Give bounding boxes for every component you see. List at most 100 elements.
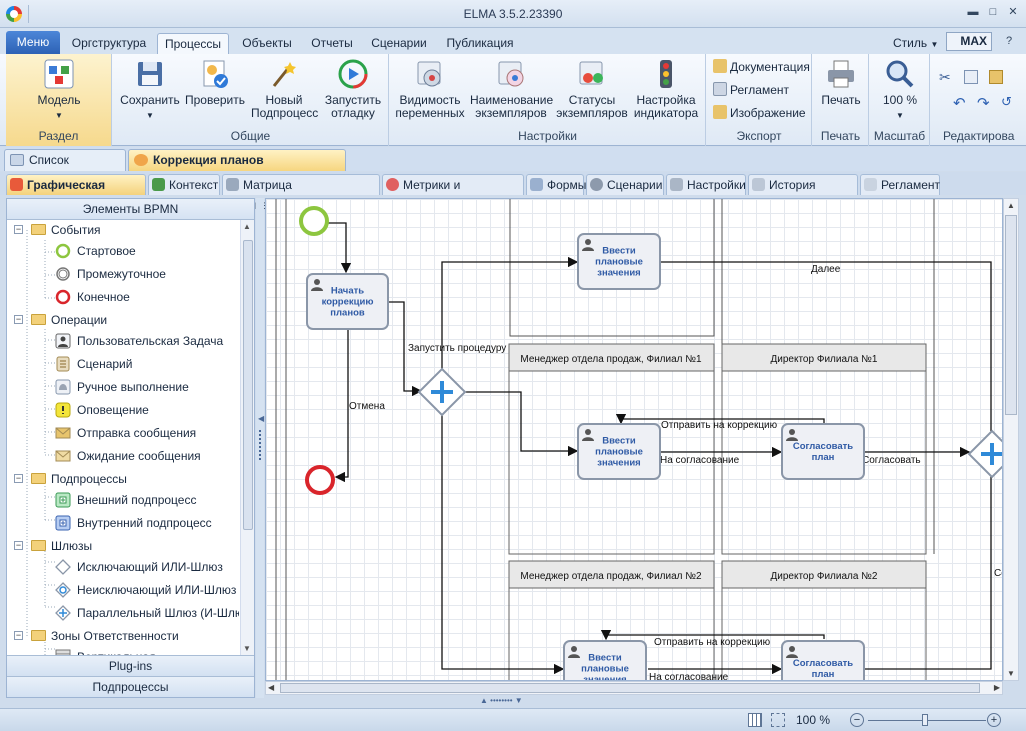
save-button[interactable]: Сохранить ▼ [119, 58, 181, 122]
instance-statuses-button[interactable]: Статусы экземпляров [556, 58, 628, 120]
model-button[interactable]: Модель ▼ [28, 58, 90, 122]
tree-item[interactable]: Стартовое [55, 241, 136, 261]
scroll-down-icon[interactable]: ▼ [1007, 669, 1015, 678]
instance-naming-button[interactable]: Наименование экземпляров [470, 58, 553, 120]
tree-folder[interactable]: −Зоны Ответственности [13, 626, 179, 646]
tree-scroll-thumb[interactable] [243, 240, 253, 530]
tree-item[interactable]: Параллельный Шлюз (И-Шлюз) [55, 603, 239, 623]
canvas-horizontal-scrollbar[interactable]: ◀ ▶ [265, 681, 1003, 695]
tab-plan-correction[interactable]: Коррекция планов производства✕ [128, 149, 346, 190]
start-debug-button[interactable]: Запустить отладку [321, 58, 385, 120]
canvas-hscroll-thumb[interactable] [280, 683, 980, 693]
tree-item[interactable]: Вертикальная [55, 647, 156, 655]
tree-item[interactable]: Внешний подпроцесс [55, 490, 196, 510]
tab-scenarios-editor[interactable]: Сценарии [586, 174, 664, 195]
zoom-button[interactable]: 100 % ▼ [876, 58, 924, 122]
tree-scrollbar[interactable]: ▲ ▼ [240, 220, 254, 655]
tab-regulation[interactable]: Регламент [860, 174, 940, 195]
indicator-settings-button[interactable]: Настройка индикатора [630, 58, 702, 120]
tree-folder[interactable]: −Операции [13, 310, 107, 330]
tab-settings-editor[interactable]: Настройки [666, 174, 746, 195]
tab-forms[interactable]: Формы [526, 174, 586, 195]
tree-item[interactable]: Исключающий ИЛИ-Шлюз [55, 557, 223, 577]
collapse-icon[interactable]: − [14, 224, 23, 234]
undo-icon[interactable]: ↶ [953, 95, 966, 112]
tree-item[interactable]: Внутренний подпроцесс [55, 513, 212, 533]
style-dropdown[interactable]: Стиль ▼ [893, 36, 938, 50]
zoom-out-icon[interactable]: − [850, 713, 864, 727]
regulation-button[interactable]: Регламент [713, 80, 789, 100]
tab-responsibility-matrix[interactable]: Матрица ответственности [222, 174, 380, 212]
tree-item[interactable]: Ручное выполнение [55, 377, 189, 397]
paste-icon[interactable] [989, 70, 1003, 84]
print-button[interactable]: Печать [817, 58, 865, 107]
documentation-button[interactable]: Документация [713, 57, 810, 77]
tab-publication[interactable]: Публикация [446, 36, 514, 50]
scroll-up-icon[interactable]: ▲ [243, 222, 251, 231]
tree-item[interactable]: Промежуточное [55, 264, 166, 284]
tab-context[interactable]: Контекст [148, 174, 220, 195]
tab-processes[interactable]: Процессы [157, 33, 229, 54]
cut-icon[interactable]: ✂ [939, 69, 951, 85]
diagram-canvas[interactable]: Менеджер отдела продаж, Филиал №1 Директ… [265, 198, 1003, 681]
maximize-icon[interactable]: □ [989, 6, 997, 18]
menu-button[interactable]: Меню [6, 31, 60, 54]
redo-icon[interactable]: ↷ [977, 95, 990, 112]
elma-logo-icon[interactable] [6, 6, 22, 22]
canvas-vertical-scrollbar[interactable]: ▲ ▼ [1003, 198, 1019, 681]
tab-graphic-model[interactable]: Графическая модель [6, 174, 146, 212]
collapse-bottom-icon[interactable]: ▲ •••••••• ▼ [480, 696, 523, 705]
tree-item[interactable]: Сценарий [55, 354, 132, 374]
collapse-icon[interactable]: − [14, 630, 23, 640]
tree-item[interactable]: Неисключающий ИЛИ-Шлюз [55, 580, 236, 600]
panel-splitter[interactable]: ◀ [256, 198, 264, 698]
tab-scenarios[interactable]: Сценарии [371, 36, 427, 50]
canvas-vscroll-thumb[interactable] [1005, 215, 1017, 415]
tree-item[interactable]: Отправка сообщения [55, 423, 196, 443]
subprocesses-section-button[interactable]: Подпроцессы [7, 676, 254, 697]
collapse-left-icon[interactable]: ◀ [258, 414, 265, 423]
parallel-gateway-join[interactable] [967, 429, 1003, 479]
image-export-button[interactable]: Изображение [713, 103, 806, 123]
tree-item[interactable]: Ожидание сообщения [55, 446, 201, 466]
close-icon[interactable]: ✕ [1008, 6, 1018, 18]
collapse-icon[interactable]: − [14, 473, 23, 483]
scroll-right-icon[interactable]: ▶ [993, 683, 1000, 692]
minimize-icon[interactable]: ▬ [967, 6, 979, 18]
fit-page-icon[interactable] [771, 713, 785, 727]
tree-item[interactable]: Оповещение [55, 400, 149, 420]
tree-folder[interactable]: −События [13, 220, 101, 240]
zoom-slider-thumb[interactable] [922, 714, 928, 726]
collapse-icon[interactable]: − [14, 540, 23, 550]
scroll-down-icon[interactable]: ▼ [243, 644, 251, 653]
new-subprocess-button[interactable]: Новый Подпроцесс [251, 58, 318, 120]
tab-orgstructure[interactable]: Оргструктура [71, 36, 147, 50]
zoom-in-icon[interactable]: + [987, 713, 1001, 727]
parallel-gateway-split[interactable] [417, 367, 467, 417]
variable-visibility-button[interactable]: Видимость переменных [394, 58, 466, 120]
tab-version-history[interactable]: История версий [748, 174, 858, 212]
grid-toggle-icon[interactable] [748, 713, 762, 727]
tab-objects[interactable]: Объекты [242, 36, 292, 50]
scroll-up-icon[interactable]: ▲ [1007, 201, 1015, 210]
tab-reports[interactable]: Отчеты [311, 36, 353, 50]
check-button[interactable]: Проверить [183, 58, 247, 107]
collapse-icon[interactable]: − [14, 314, 23, 324]
end-event[interactable] [305, 465, 335, 495]
refresh-icon[interactable]: ↺ [1001, 94, 1012, 109]
tree-folder[interactable]: −Шлюзы [13, 536, 92, 556]
copy-icon[interactable] [964, 70, 978, 84]
tab-metrics[interactable]: Метрики и показатели [382, 174, 524, 212]
tree-item[interactable]: Конечное [55, 287, 130, 307]
tree-folder[interactable]: −Подпроцессы [13, 469, 127, 489]
start-event[interactable] [299, 206, 329, 236]
max-button[interactable]: MAX [946, 32, 992, 51]
tab-process-list[interactable]: Список процессов [4, 149, 126, 188]
tree-item[interactable]: Пользовательская Задача [55, 331, 223, 351]
help-icon[interactable]: ? [1005, 35, 1013, 47]
